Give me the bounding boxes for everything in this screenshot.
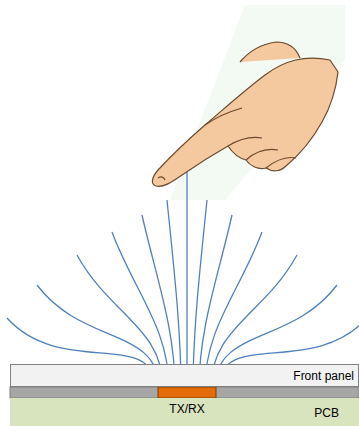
electrode (158, 387, 216, 398)
node-label: PCB (314, 407, 339, 420)
front-panel-band: Front panel (10, 364, 359, 387)
pcb-band: TX/RX PCB (10, 398, 359, 426)
hand (152, 42, 338, 186)
field-line (186, 172, 187, 388)
field-lines (7, 172, 359, 388)
ground-layer (10, 387, 359, 398)
node-label: TX/RX (169, 403, 204, 416)
node-label: Front panel (293, 370, 354, 383)
